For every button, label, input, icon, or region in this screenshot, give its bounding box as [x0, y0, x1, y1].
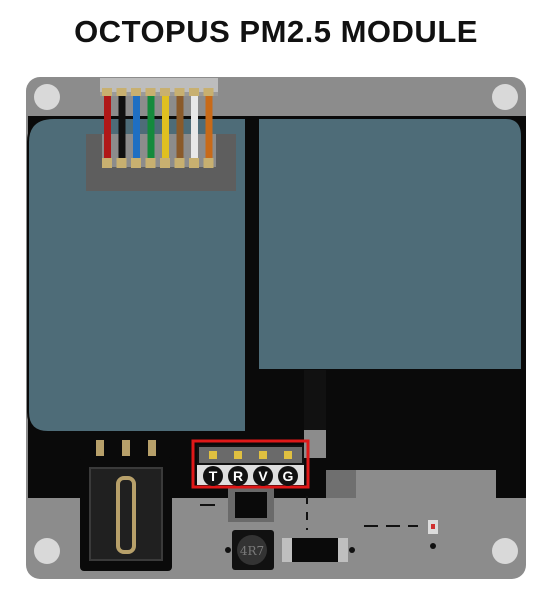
diode — [282, 538, 348, 562]
sensor-window-left — [27, 117, 247, 433]
header-pin-label-rx: R — [233, 468, 243, 484]
wire-terminal — [174, 158, 185, 168]
header-pin-vcc — [259, 451, 267, 459]
wire-pin — [174, 88, 185, 96]
wire-pin — [160, 88, 170, 96]
ribbon-wire — [104, 96, 111, 162]
pin-header-highlight — [191, 439, 310, 489]
page-title: OCTOPUS PM2.5 MODULE — [74, 14, 478, 49]
header-pin-badge — [278, 466, 298, 486]
jst-pin — [116, 476, 136, 554]
ribbon-wire — [147, 96, 155, 162]
wire-terminal — [160, 158, 170, 168]
wire-pin — [189, 88, 199, 96]
ribbon-wire — [176, 96, 184, 162]
header-pin-gnd — [284, 451, 292, 459]
wire-pin — [203, 88, 214, 96]
wire-pin — [145, 88, 156, 96]
header-pin-label-gnd: G — [283, 468, 294, 484]
header-pin-label-tx: T — [209, 468, 218, 484]
wire-terminal — [102, 158, 112, 168]
wire-terminal — [131, 158, 141, 168]
ribbon-wire — [133, 96, 140, 162]
wire-terminal — [116, 158, 127, 168]
sensor-block-a — [258, 370, 304, 430]
header-pin-label-vcc: V — [258, 468, 268, 484]
board-strip — [356, 470, 496, 498]
sensor-block-c — [326, 370, 526, 470]
header-pin-badge — [253, 466, 273, 486]
sensor-block-b — [304, 370, 326, 430]
ribbon-wire — [118, 96, 126, 162]
ribbon-wire — [162, 96, 169, 162]
mounting-hole-top-left — [34, 84, 60, 110]
wire-pin — [116, 88, 127, 96]
sensor-corner — [496, 470, 526, 498]
wire-pin — [131, 88, 141, 96]
header-pin-rx — [234, 451, 242, 459]
mounting-hole-top-right — [492, 84, 518, 110]
ribbon-connector-top — [100, 78, 218, 92]
mounting-hole-bottom-right — [492, 538, 518, 564]
wire-terminal — [203, 158, 214, 168]
ribbon-wires — [102, 88, 214, 168]
ribbon-wire — [191, 96, 198, 162]
mounting-hole-bottom-left — [34, 538, 60, 564]
ribbon-wire — [205, 96, 213, 162]
header-pin-badge — [228, 466, 248, 486]
header-pin-badge — [203, 466, 223, 486]
wire-terminal — [189, 158, 199, 168]
wire-pin — [102, 88, 112, 96]
wire-terminal — [145, 158, 156, 168]
inductor-label: 4R7 — [240, 544, 264, 558]
pad-gray — [326, 470, 356, 498]
header-pin-tx — [209, 451, 217, 459]
sensor-window-right — [257, 117, 523, 371]
